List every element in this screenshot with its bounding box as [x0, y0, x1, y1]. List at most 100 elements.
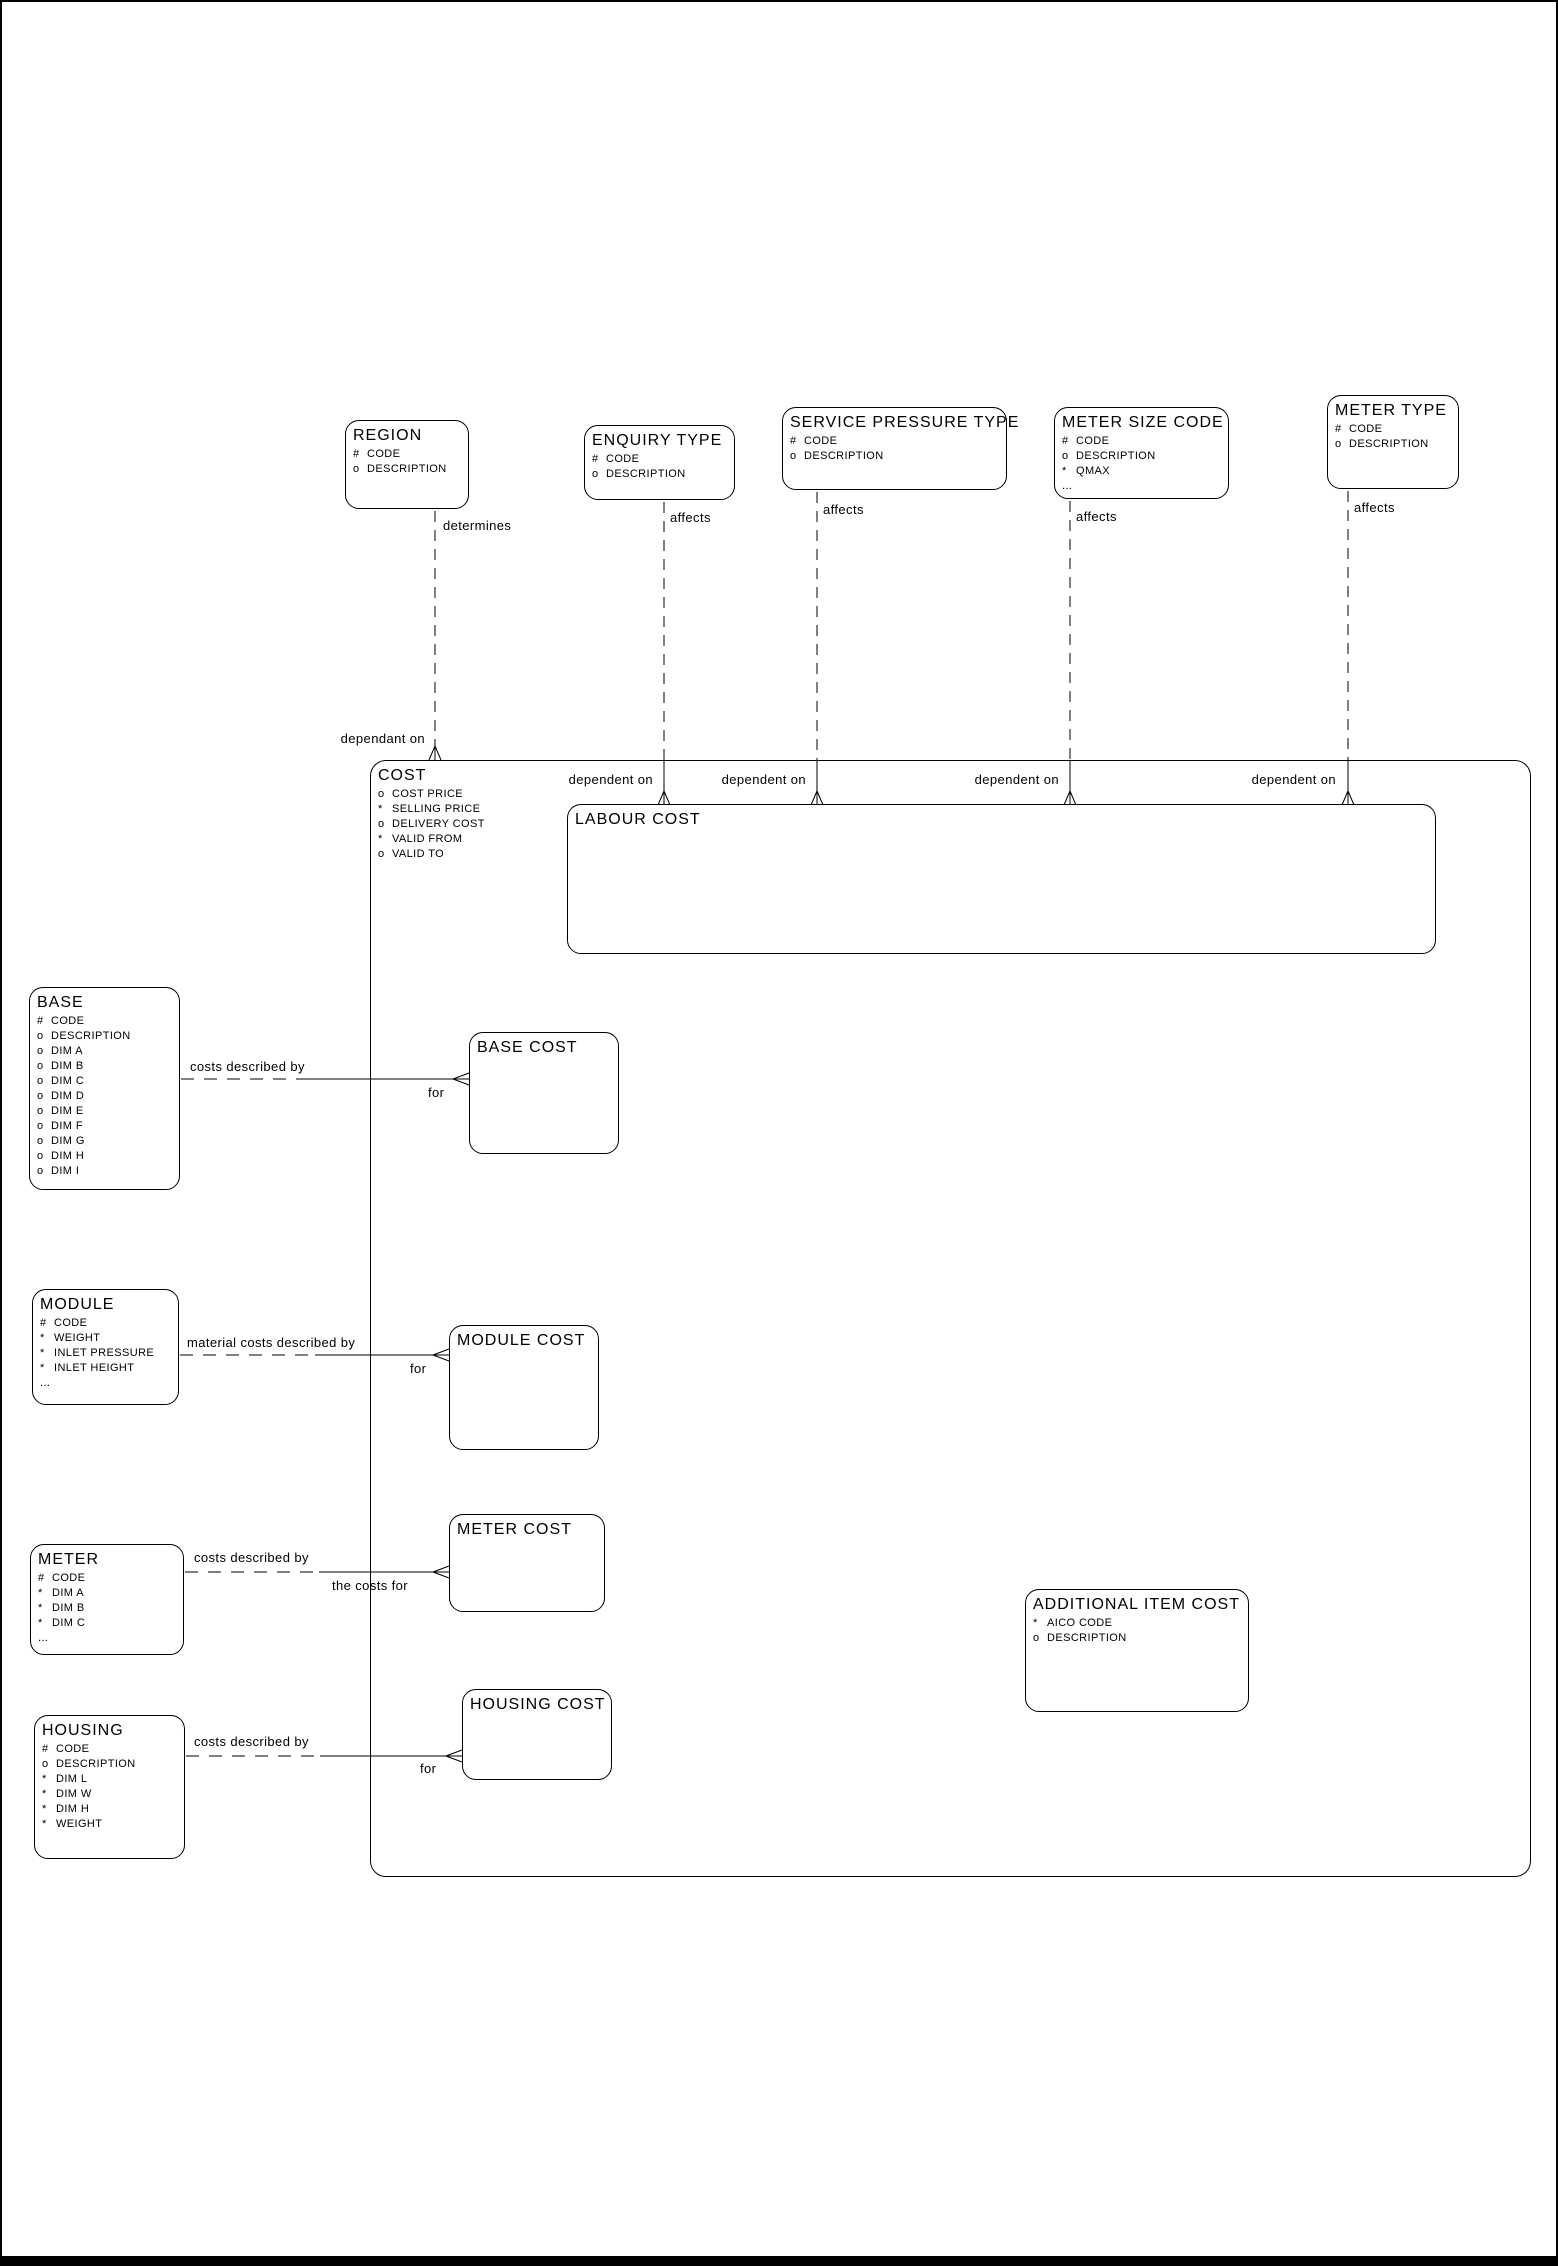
attribute-list: #CODE *DIM A *DIM B *DIM C... — [38, 1571, 176, 1646]
attribute-row: #CODE — [38, 1572, 86, 1584]
relationship-label-affects-enquiry: affects — [670, 510, 711, 525]
attribute-row: #CODE — [790, 435, 838, 447]
bottom-bar — [2, 2256, 1556, 2264]
attribute-row: *DIM H — [42, 1803, 90, 1815]
attribute-row: *DIM L — [42, 1773, 88, 1785]
entity-title: METER — [38, 1551, 99, 1568]
entity-title: METER COST — [457, 1521, 572, 1538]
attribute-row: ... — [1062, 480, 1073, 492]
relationship-label-for-base: for — [428, 1085, 445, 1100]
entity-module: MODULE #CODE *WEIGHT *INLET PRESSURE *INLET… — [32, 1289, 179, 1405]
attribute-row: #CODE — [353, 448, 401, 460]
attribute-row: ... — [38, 1632, 49, 1644]
subtype-meter-cost: METER COST — [449, 1514, 605, 1612]
relationship-label-dependent-on-service: dependent on — [721, 772, 806, 787]
attribute-row: #CODE — [1062, 435, 1110, 447]
attribute-row: #CODE — [40, 1317, 88, 1329]
subtype-module-cost: MODULE COST — [449, 1325, 599, 1450]
subtype-base-cost: BASE COST — [469, 1032, 619, 1154]
entity-title: MODULE COST — [457, 1332, 586, 1349]
relationship-label-costs-described-by-housing: costs described by — [194, 1734, 309, 1749]
relationship-label-for-module: for — [410, 1361, 427, 1376]
relationship-label-costs-described-by-meter: costs described by — [194, 1550, 309, 1565]
entity-meter: METER #CODE *DIM A *DIM B *DIM C... — [30, 1544, 184, 1655]
attribute-row: #CODE — [37, 1015, 85, 1027]
attribute-row: *VALID FROM — [378, 833, 463, 845]
attribute-row: *SELLING PRICE — [378, 803, 481, 815]
attribute-row: *INLET PRESSURE — [40, 1347, 155, 1359]
relationship-label-the-costs-for: the costs for — [332, 1578, 409, 1593]
entity-title: REGION — [353, 427, 423, 444]
entity-title: COST — [378, 767, 427, 784]
relationship-label-costs-described-by-base: costs described by — [190, 1059, 305, 1074]
entity-title: MODULE — [40, 1296, 115, 1313]
entity-title: BASE COST — [477, 1039, 578, 1056]
relationship-label-dependant-on: dependant on — [340, 731, 425, 746]
attribute-row: *DIM B — [38, 1602, 85, 1614]
attribute-row: *WEIGHT — [42, 1818, 103, 1830]
relationship-label-determines: determines — [443, 518, 512, 533]
attribute-row: *INLET HEIGHT — [40, 1362, 135, 1374]
attribute-row: *DIM C — [38, 1617, 86, 1629]
attribute-row: *WEIGHT — [40, 1332, 101, 1344]
relationship-label-affects-meter-size: affects — [1076, 509, 1117, 524]
entity-title: BASE — [37, 994, 84, 1011]
entity-title: LABOUR COST — [575, 811, 701, 828]
attribute-row: #CODE — [1335, 423, 1383, 435]
entity-title: HOUSING — [42, 1722, 124, 1739]
relationship-label-dependent-on-enquiry: dependent on — [568, 772, 653, 787]
relationship-label-dependent-on-meter-type: dependent on — [1251, 772, 1336, 787]
entity-title: ENQUIRY TYPE — [592, 432, 723, 449]
attribute-row: *DIM W — [42, 1788, 92, 1800]
relationship-label-affects-meter-type: affects — [1354, 500, 1395, 515]
attribute-row: ... — [40, 1377, 51, 1389]
relationship-label-material-costs-described-by: material costs described by — [187, 1335, 356, 1350]
attribute-row: *DIM A — [38, 1587, 84, 1599]
subtype-labour-cost: LABOUR COST — [567, 804, 1436, 954]
attribute-list: #CODE *WEIGHT *INLET PRESSURE *INLET HEIGHT… — [40, 1316, 171, 1391]
attribute-row: #CODE — [42, 1743, 90, 1755]
entity-title: ADDITIONAL ITEM COST — [1033, 1596, 1240, 1613]
relationship-label-affects-service: affects — [823, 502, 864, 517]
attribute-row: *AICO CODE — [1033, 1617, 1113, 1629]
attribute-row: #CODE — [592, 453, 640, 465]
entity-title: METER TYPE — [1335, 402, 1447, 419]
